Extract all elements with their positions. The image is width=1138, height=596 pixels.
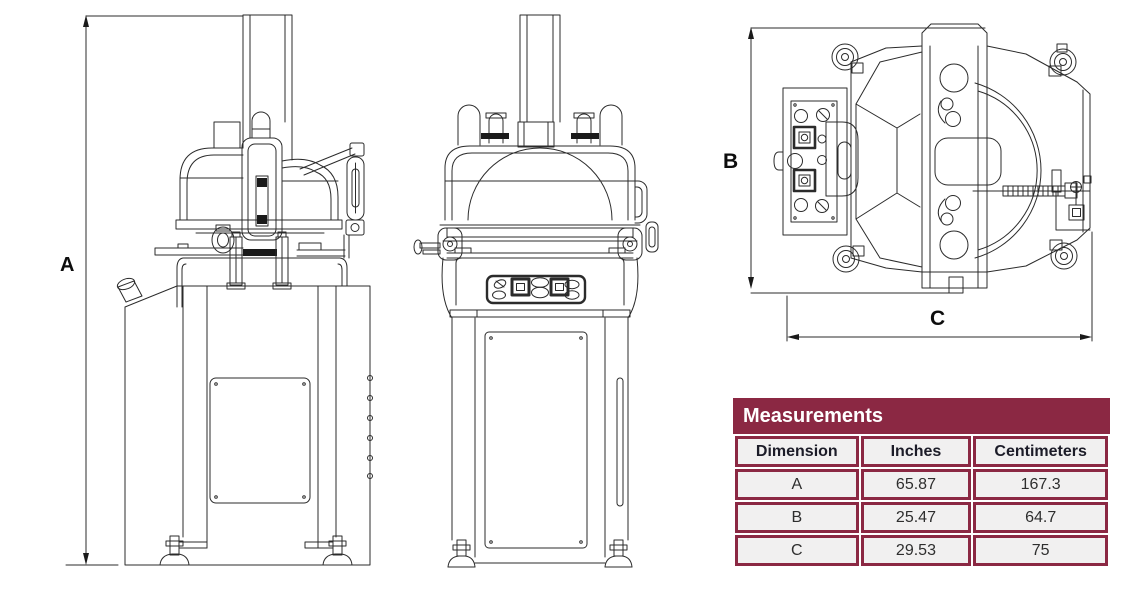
corner-rollers [831, 43, 1078, 273]
cell-dimension: B [735, 502, 859, 533]
top-view-drawing [773, 23, 1092, 294]
front-view-drawing [413, 14, 659, 568]
cell-centimeters: 64.7 [973, 502, 1108, 533]
measurements-table-title: Measurements [733, 398, 1110, 435]
cell-dimension: A [735, 469, 859, 500]
dimension-label-b: B [723, 150, 739, 173]
dimension-a-line [65, 15, 244, 566]
cell-centimeters: 75 [973, 535, 1108, 566]
col-header-centimeters: Centimeters [973, 436, 1108, 467]
dimension-label-c: C [930, 307, 946, 330]
table-row: B 25.47 64.7 [735, 502, 1108, 533]
top-control-panel [773, 87, 848, 236]
cell-dimension: C [735, 535, 859, 566]
cell-inches: 25.47 [860, 502, 972, 533]
dimension-b-line [748, 27, 986, 294]
dimension-c-line [786, 231, 1093, 342]
measurements-table: Measurements Dimension Inches Centimeter… [733, 398, 1110, 568]
dimension-label-a: A [60, 254, 75, 276]
cell-inches: 29.53 [860, 535, 972, 566]
col-header-dimension: Dimension [735, 436, 859, 467]
table-row: A 65.87 167.3 [735, 469, 1108, 500]
col-header-inches: Inches [860, 436, 972, 467]
cell-inches: 65.87 [860, 469, 972, 500]
cell-centimeters: 167.3 [973, 469, 1108, 500]
side-view-drawing [116, 14, 373, 566]
control-panel [485, 274, 587, 305]
table-header-row: Dimension Inches Centimeters [735, 436, 1108, 467]
table-row: C 29.53 75 [735, 535, 1108, 566]
